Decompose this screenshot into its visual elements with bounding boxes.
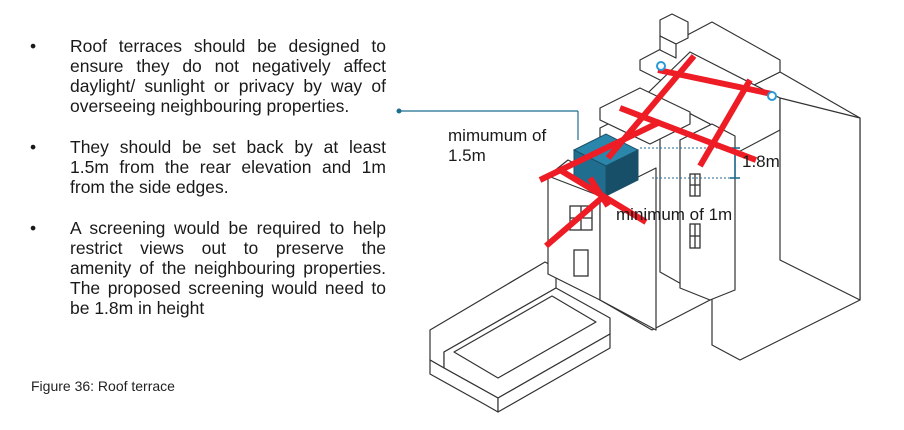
pointer-line: [396, 108, 579, 140]
marker-circles: [656, 61, 777, 101]
bullet-symbol: •: [30, 137, 37, 157]
bullet-item: • Roof terraces should be designed to en…: [26, 36, 386, 116]
label-height: 1.8m: [742, 152, 780, 171]
bullet-item: • A screening would be required to help …: [26, 218, 386, 318]
label-rear-setback-line1: mimumum of: [448, 126, 547, 145]
figure-caption: Figure 36: Roof terrace: [31, 378, 175, 394]
bullet-list: • Roof terraces should be designed to en…: [26, 36, 386, 339]
bullet-text: Roof terraces should be designed to ensu…: [70, 36, 386, 116]
restriction-lines: [538, 54, 773, 249]
door: [573, 249, 589, 277]
label-rear-setback: mimumum of 1.5m: [448, 126, 546, 166]
bullet-text: A screening would be required to help re…: [70, 218, 386, 318]
bullet-text: They should be set back by at least 1.5m…: [70, 137, 386, 197]
label-rear-setback-line2: 1.5m: [448, 146, 486, 165]
bullet-symbol: •: [30, 36, 37, 56]
label-side-setback: minimum of 1m: [616, 205, 733, 224]
bullet-symbol: •: [30, 218, 37, 238]
bullet-item: • They should be set back by at least 1.…: [26, 137, 386, 197]
